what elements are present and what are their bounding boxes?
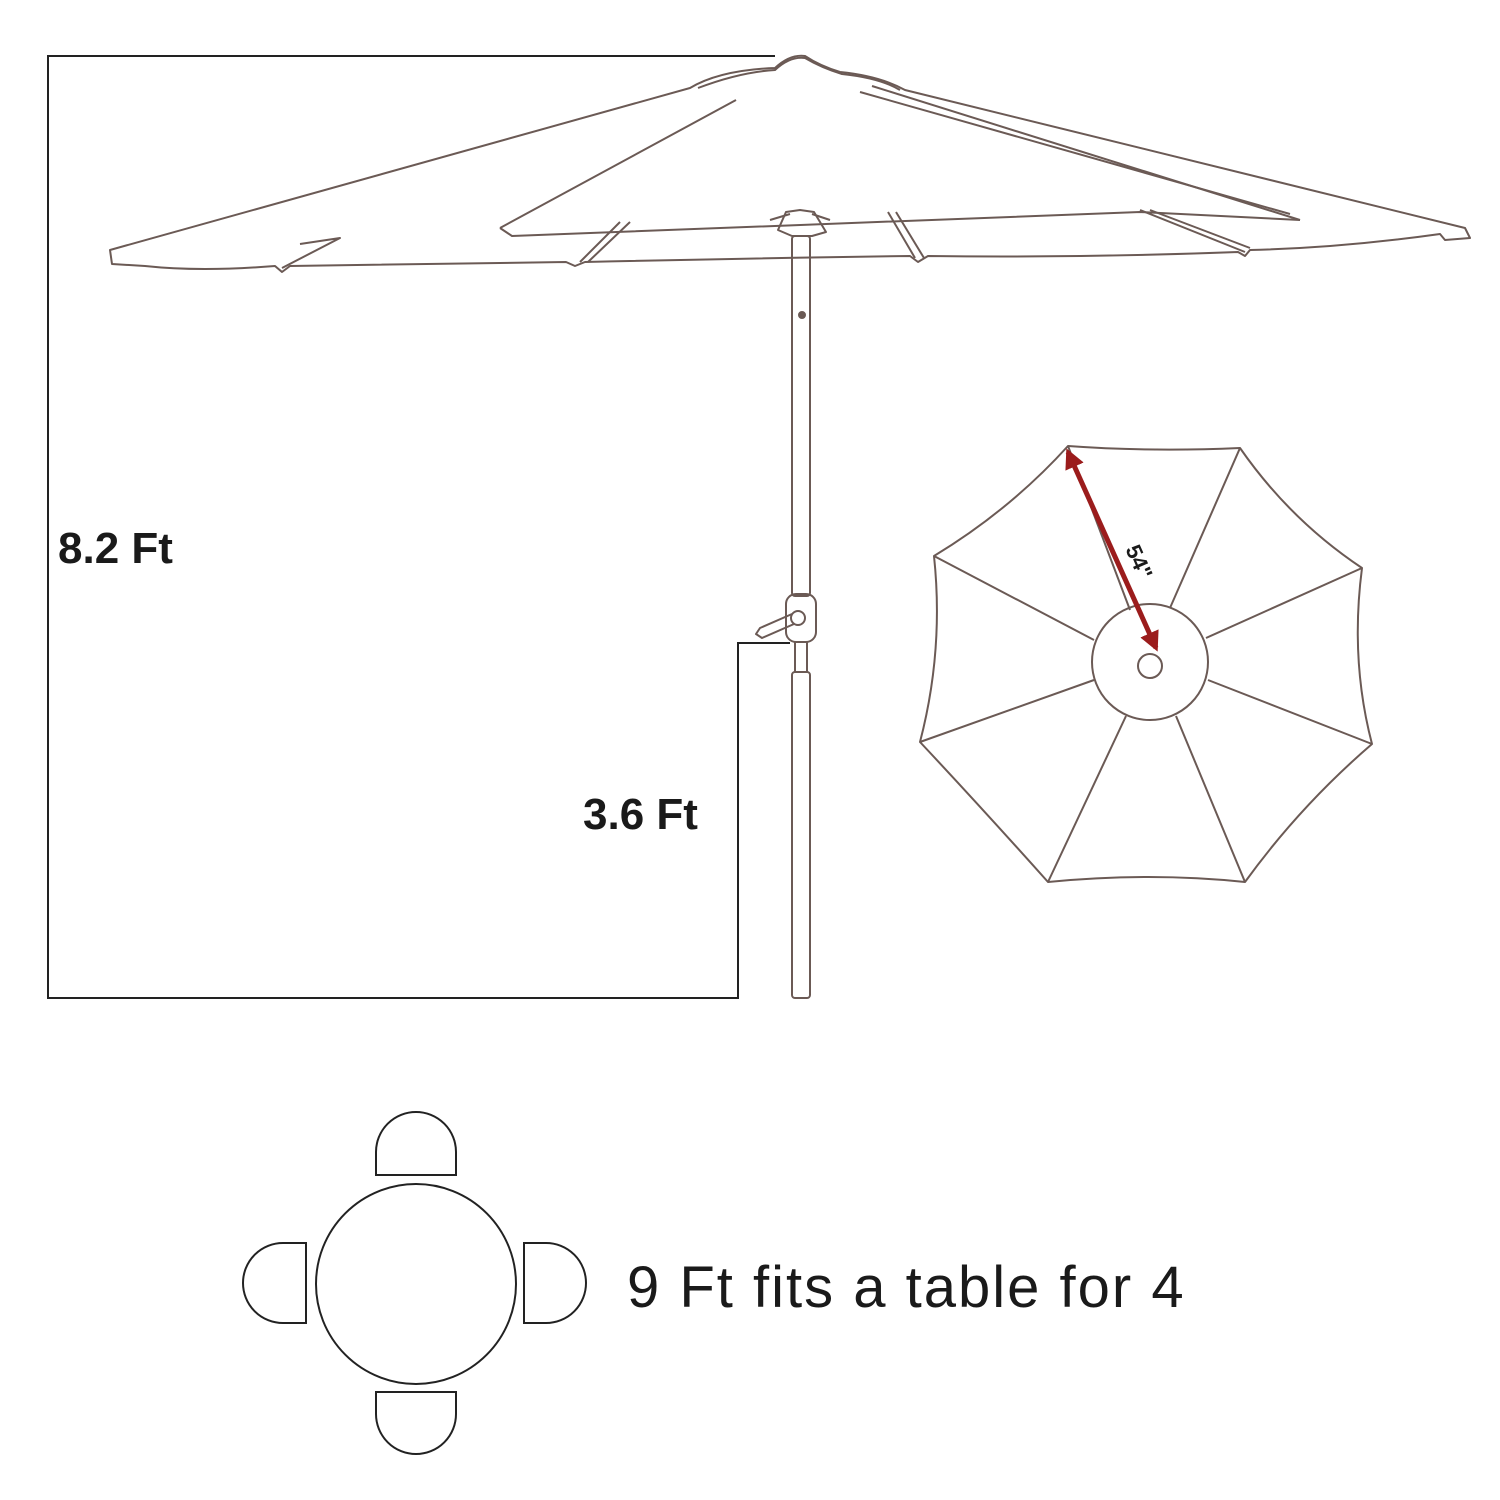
umbrella-top-view xyxy=(919,445,1373,883)
total-height-bracket xyxy=(47,55,790,999)
chair-top xyxy=(375,1111,457,1176)
pole-connector xyxy=(794,641,808,673)
height-dimension-lines xyxy=(47,55,790,999)
canopy-rib xyxy=(887,211,916,259)
canopy-rib xyxy=(281,237,341,269)
pole-lower xyxy=(791,671,811,999)
top-view-pole-hole xyxy=(1137,653,1163,679)
panel-width-arrow xyxy=(1065,448,1159,652)
round-table xyxy=(315,1183,517,1385)
canopy-rib xyxy=(579,221,621,263)
handle-height-label: 3.6 Ft xyxy=(583,790,698,839)
canopy-rib xyxy=(499,99,737,229)
table-fit-caption: 9 Ft fits a table for 4 xyxy=(627,1255,1186,1320)
canopy-outline xyxy=(109,54,1471,273)
top-view-hub-ring xyxy=(1091,603,1209,721)
crank-handle xyxy=(755,613,795,639)
pole-upper xyxy=(791,235,811,597)
canopy-seam xyxy=(499,211,1301,237)
canopy-crown xyxy=(697,56,901,91)
top-view-canopy-outline xyxy=(919,445,1373,883)
chair-bottom xyxy=(375,1391,457,1455)
table-for-four xyxy=(242,1111,587,1455)
umbrella-side-view xyxy=(109,54,1471,999)
chair-left xyxy=(242,1242,307,1324)
total-height-label: 8.2 Ft xyxy=(58,524,173,573)
umbrella-hub xyxy=(777,209,827,237)
canopy-rib xyxy=(895,211,925,259)
canopy-rib xyxy=(859,91,1291,215)
canopy-rib xyxy=(587,221,631,263)
crank-hub xyxy=(790,610,806,626)
canopy-rib xyxy=(871,85,1301,221)
canopy-rib xyxy=(1149,209,1251,249)
chair-right xyxy=(523,1242,587,1324)
canopy-rib xyxy=(1139,209,1246,253)
hub-strut xyxy=(769,213,831,221)
pole-button xyxy=(798,311,806,319)
